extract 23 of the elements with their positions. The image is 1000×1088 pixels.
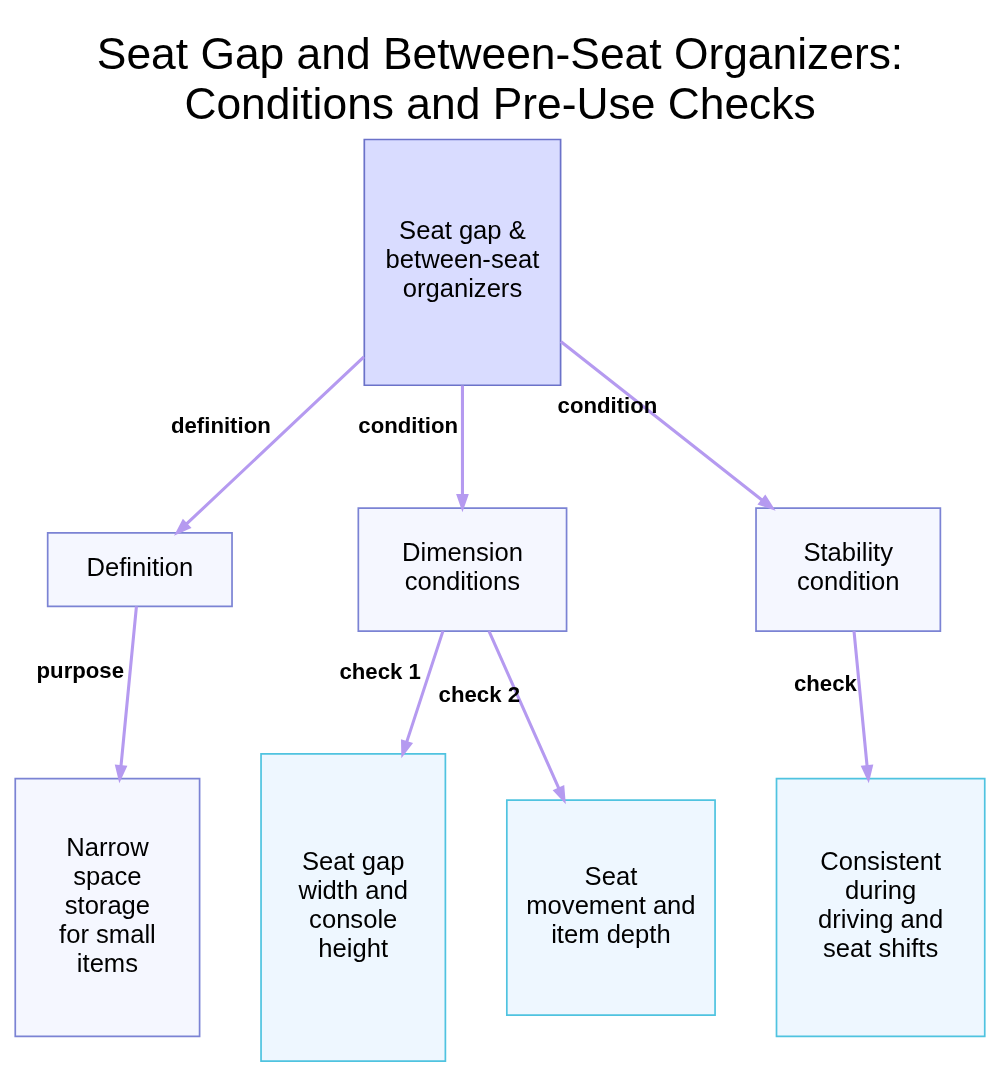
edge-label: check 2 <box>438 682 520 708</box>
edge-label: check 1 <box>339 658 421 684</box>
arrow <box>456 385 469 513</box>
edge-label: condition <box>557 393 658 419</box>
node-box: Seat gap width and console height <box>260 753 447 1063</box>
arrow <box>487 630 566 805</box>
edge-label: condition <box>358 412 459 438</box>
arrow <box>559 340 776 511</box>
node-box: Definition <box>46 532 233 608</box>
diagram-title: Seat Gap and Between-Seat Organizers: Conditions and Pre-Use Checks <box>96 29 904 128</box>
node-box: Stability condition <box>755 507 942 632</box>
edge-label: purpose <box>36 658 125 684</box>
arrow <box>174 355 365 536</box>
arrow <box>852 630 874 784</box>
arrow <box>401 630 445 759</box>
node-box: Seat gap & between-seat organizers <box>363 138 562 387</box>
arrow <box>114 606 138 784</box>
node-box: Dimension conditions <box>357 507 568 632</box>
node-box: Seat movement and item depth <box>505 799 716 1016</box>
edge-label: definition <box>170 412 271 438</box>
node-box: Consistent during driving and seat shifts <box>775 777 986 1038</box>
edge-label: check <box>794 671 857 697</box>
node-box: Narrow space storage for small items <box>14 777 201 1038</box>
